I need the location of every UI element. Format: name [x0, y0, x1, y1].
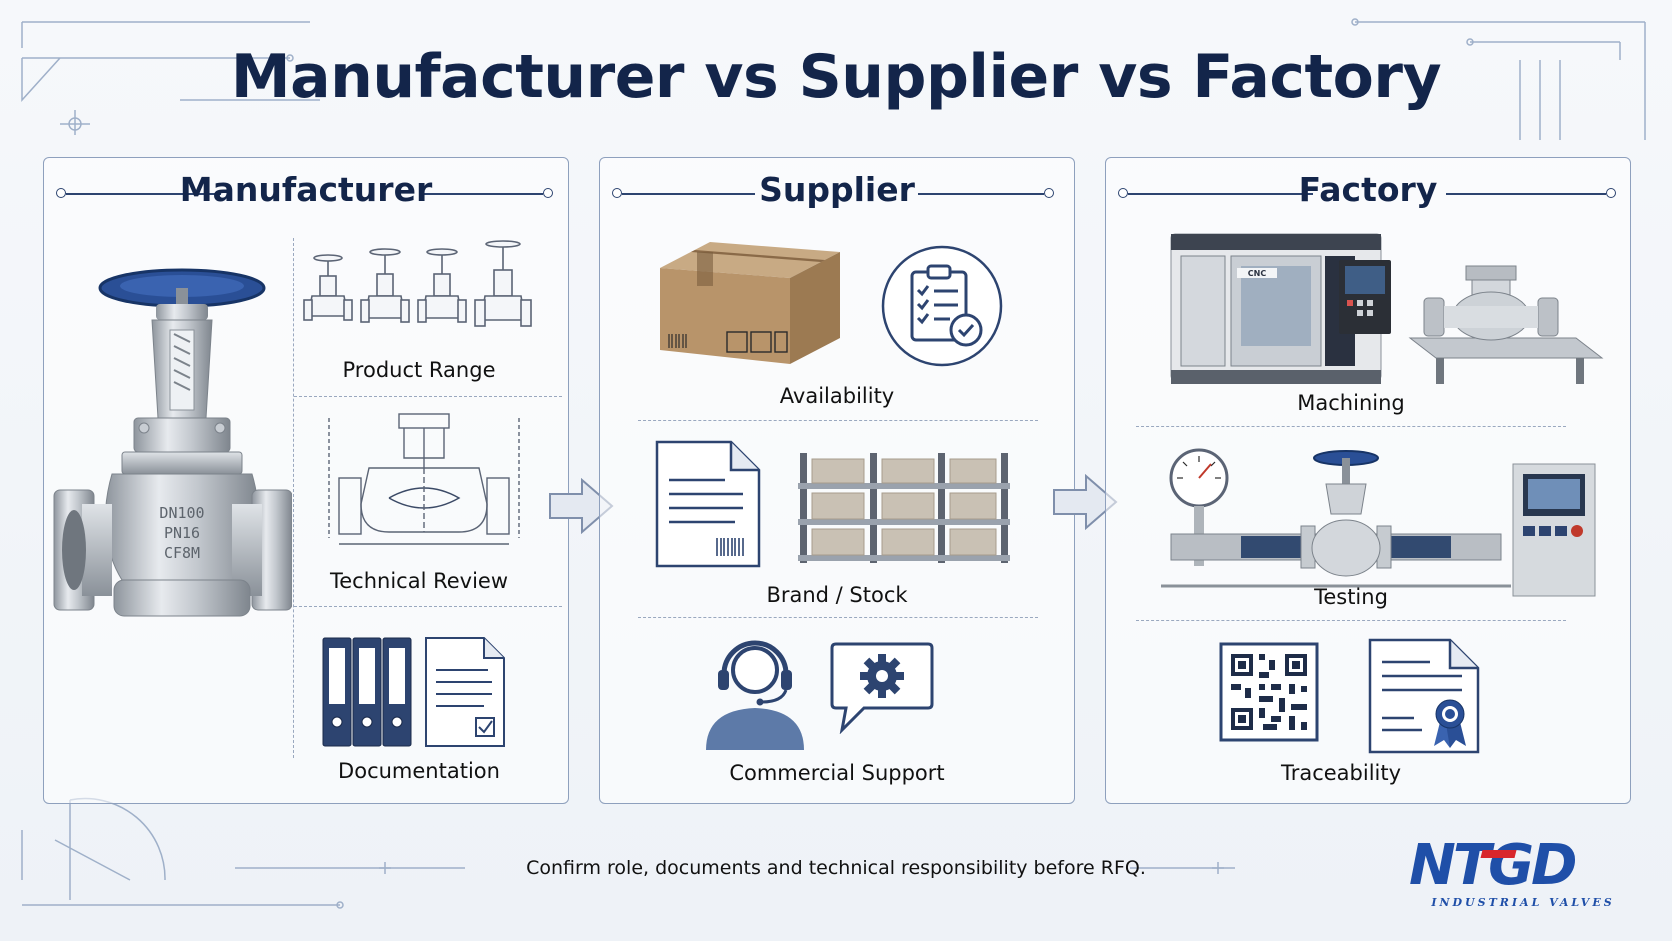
manufacturer-panel: Manufacturer DN100 PN16 CF8M	[43, 157, 569, 804]
valve-marking-dn: DN100	[159, 504, 204, 522]
gear-chat-icon	[830, 642, 934, 734]
footer-note: Confirm role, documents and technical re…	[526, 857, 1146, 879]
logo-tagline: INDUSTRIAL VALVES	[1430, 896, 1614, 909]
availability-label: Availability	[779, 384, 895, 408]
page-title: Manufacturer vs Supplier vs Factory	[230, 42, 1442, 112]
document-barcode-icon	[655, 440, 761, 568]
supplier-panel: Supplier Availability	[599, 157, 1075, 804]
logo-mark: NTGD	[1409, 833, 1576, 898]
supplier-heading: Supplier	[759, 170, 915, 209]
qr-code-icon	[1219, 642, 1319, 742]
cnc-machine-label: CNC	[1248, 269, 1267, 278]
valve-on-fixture-illustration	[1408, 265, 1604, 384]
commercial-support-label: Commercial Support	[729, 761, 945, 785]
binders-icon	[322, 637, 412, 747]
brand-stock-label: Brand / Stock	[766, 583, 908, 607]
arrow-right-icon	[549, 478, 614, 534]
supplier-heading-bar: Supplier	[600, 170, 1074, 216]
testing-label: Testing	[1314, 585, 1388, 609]
document-icon	[425, 637, 505, 747]
cardboard-box-icon	[660, 242, 840, 364]
traceability-label: Traceability	[1280, 761, 1402, 785]
factory-heading: Factory	[1298, 170, 1438, 209]
headset-support-icon	[706, 640, 804, 750]
certificate-icon	[1368, 638, 1480, 754]
factory-panel: Factory CNC Machining	[1105, 157, 1631, 804]
machining-label: Machining	[1297, 391, 1405, 415]
pressure-test-illustration	[1161, 448, 1596, 597]
technical-review-label: Technical Review	[329, 569, 509, 593]
cnc-machine-illustration: CNC	[1170, 233, 1391, 384]
factory-heading-bar: Factory	[1106, 170, 1630, 216]
arrow-right-icon	[1053, 474, 1118, 530]
product-range-icon	[303, 240, 532, 327]
product-range-label: Product Range	[342, 358, 496, 382]
valve-marking-material: CF8M	[164, 544, 200, 562]
manufacturer-heading-bar: Manufacturer	[44, 170, 568, 216]
checklist-icon	[881, 245, 1003, 367]
documentation-label: Documentation	[338, 759, 500, 783]
technical-drawing-icon	[328, 413, 520, 545]
manufacturer-heading: Manufacturer	[179, 170, 433, 209]
ntgd-logo: NTGD INDUSTRIAL VALVES	[1409, 833, 1614, 909]
globe-valve-illustration: DN100 PN16 CF8M	[53, 268, 292, 617]
warehouse-shelf-icon	[798, 453, 1010, 563]
valve-marking-pn: PN16	[164, 524, 200, 542]
